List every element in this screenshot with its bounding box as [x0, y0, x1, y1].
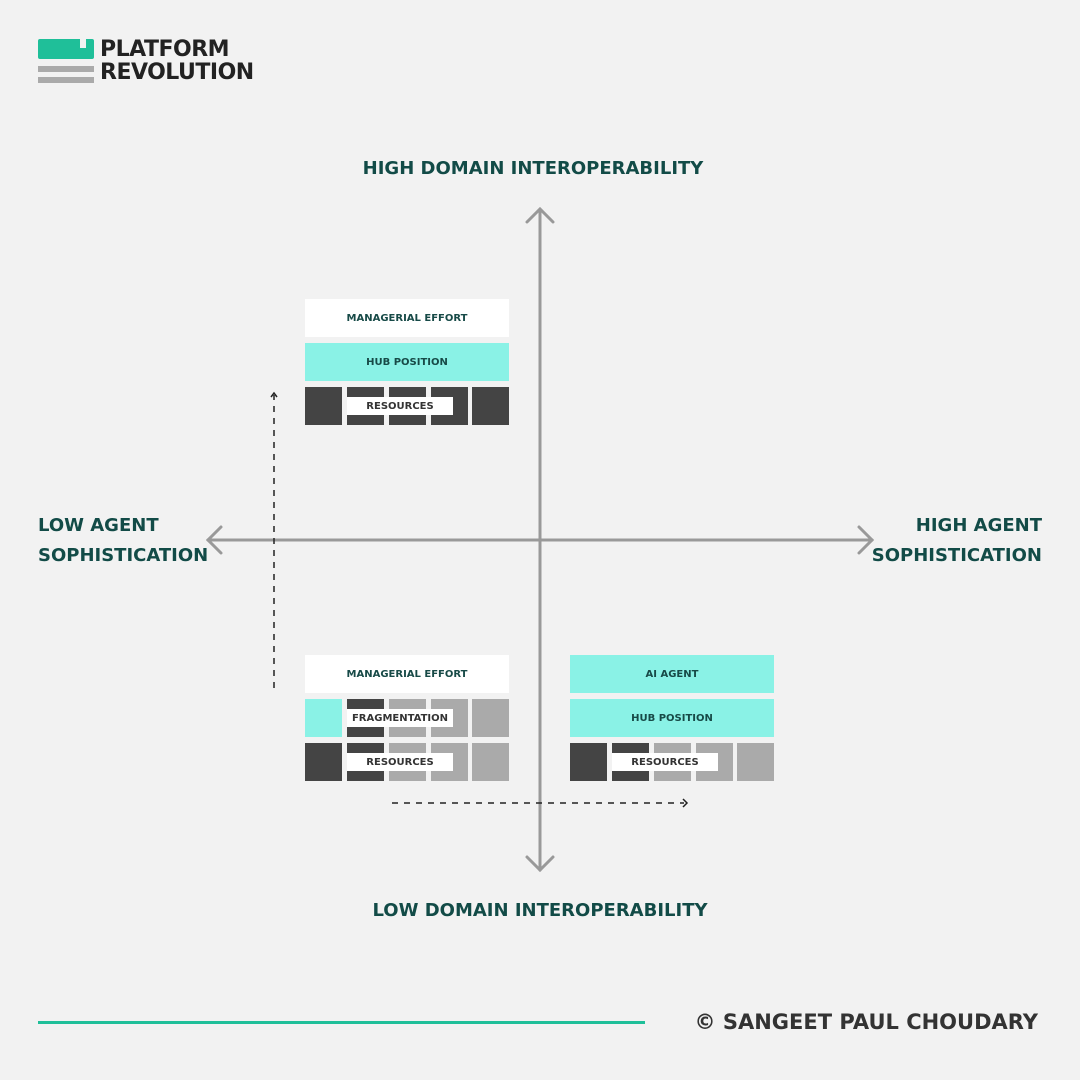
resource-tile	[472, 387, 509, 425]
fragmentation-row: FRAGMENTATION	[305, 699, 509, 737]
copyright: © SANGEET PAUL CHOUDARY	[694, 1010, 1038, 1034]
axis-label-right: HIGH AGENT SOPHISTICATION	[872, 511, 1042, 571]
resources-row: RESOURCES	[570, 743, 774, 781]
hub-position-band: HUB POSITION	[570, 699, 774, 737]
hub-position-band: HUB POSITION	[305, 343, 509, 381]
logo-mark-icon	[38, 39, 94, 83]
arrow-up-icon	[525, 206, 555, 224]
axis-label-bottom: LOW DOMAIN INTEROPERABILITY	[372, 900, 708, 921]
logo-line1: PLATFORM	[100, 37, 230, 62]
resources-label: RESOURCES	[347, 753, 453, 771]
footer-line	[38, 1021, 645, 1024]
resources-row: RESOURCES	[305, 743, 509, 781]
axis-label-right-2: SOPHISTICATION	[871, 545, 1042, 566]
dashed-arrowhead-up-icon	[270, 391, 278, 398]
axis-label-right-1: HIGH AGENT	[915, 515, 1042, 536]
arrow-down-icon	[525, 855, 555, 873]
resources-label: RESOURCES	[347, 397, 453, 415]
logo: PLATFORM REVOLUTION	[38, 38, 268, 84]
resource-tile	[570, 743, 607, 781]
arrow-right-icon	[857, 525, 875, 555]
axis-label-top: HIGH DOMAIN INTEROPERABILITY	[362, 158, 704, 179]
resource-tile	[472, 699, 509, 737]
resource-tile	[472, 743, 509, 781]
resource-tile	[305, 743, 342, 781]
dashed-arrowhead-right-icon	[682, 798, 689, 808]
resources-row: RESOURCES	[305, 387, 509, 425]
axis-label-left: LOW AGENT SOPHISTICATION	[38, 511, 208, 571]
resources-label: RESOURCES	[612, 753, 718, 771]
managerial-effort-band: MANAGERIAL EFFORT	[305, 299, 509, 337]
resource-tile	[737, 743, 774, 781]
managerial-effort-band: MANAGERIAL EFFORT	[305, 655, 509, 693]
axis-label-left-1: LOW AGENT	[38, 515, 159, 536]
arrow-left-icon	[205, 525, 223, 555]
ai-agent-band: AI AGENT	[570, 655, 774, 693]
axis-label-left-2: SOPHISTICATION	[38, 545, 209, 566]
logo-line2: REVOLUTION	[100, 60, 254, 85]
fragmentation-label: FRAGMENTATION	[347, 709, 453, 727]
resource-tile	[305, 387, 342, 425]
resource-tile	[305, 699, 342, 737]
